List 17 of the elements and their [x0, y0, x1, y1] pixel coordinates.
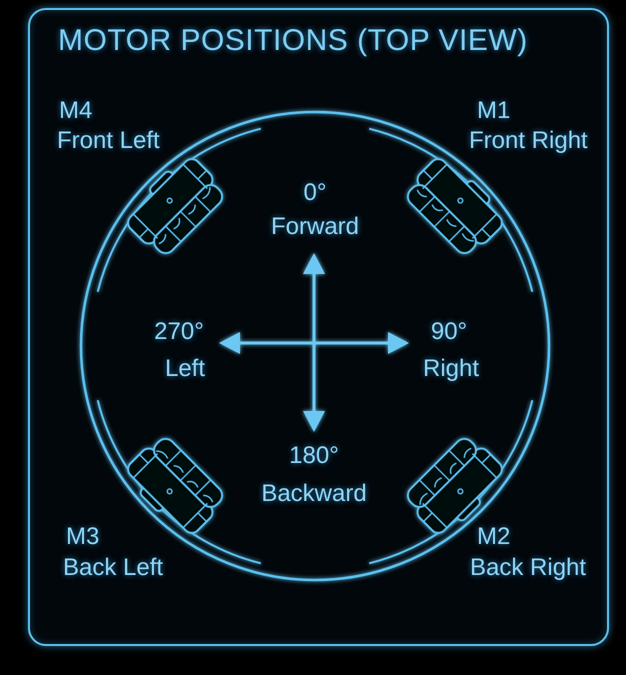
position-label: Back Left: [63, 554, 164, 582]
direction-label: Left: [164, 355, 206, 383]
angle-label: 0°: [304, 179, 326, 207]
motor-label: M1: [477, 97, 510, 125]
position-label: Front Right: [469, 127, 588, 155]
angle-label: 90°: [430, 318, 468, 346]
angle-label: 270°: [154, 318, 204, 346]
direction-label: Forward: [270, 213, 360, 241]
title: MOTOR POSITIONS (TOP VIEW): [58, 24, 528, 58]
position-label: Front Left: [57, 127, 160, 155]
motor-label: M3: [66, 523, 100, 551]
angle-label: 180°: [289, 442, 339, 470]
motor-label: M4: [59, 97, 92, 125]
motor-label: M2: [477, 523, 510, 551]
direction-label: Backward: [261, 480, 367, 508]
direction-label: Right: [422, 355, 480, 383]
position-label: Back Right: [470, 554, 586, 582]
